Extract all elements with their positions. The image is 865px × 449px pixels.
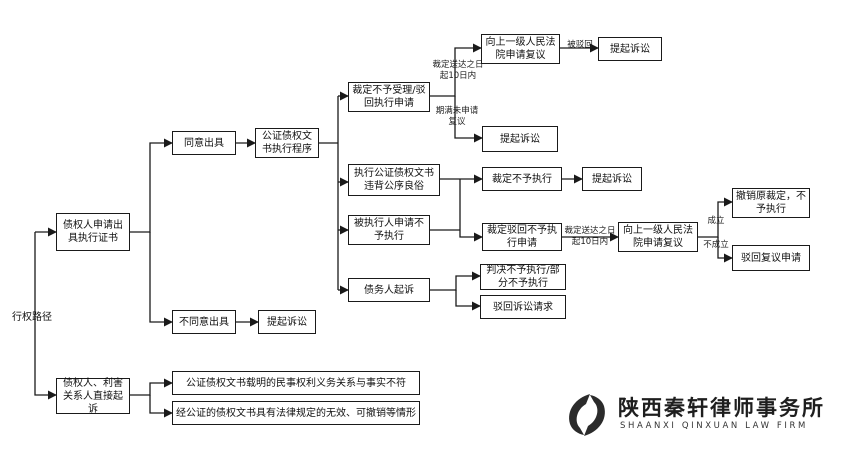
- firm-emblem-icon: [569, 394, 605, 436]
- direct-sue-node: 债权人、利害关系人直接起诉: [56, 378, 130, 415]
- revoke-node: 撤销原裁定，不予执行: [732, 188, 810, 218]
- sue-after-review-node: 提起诉讼: [598, 37, 662, 61]
- disagree-node: 不同意出具: [172, 310, 236, 334]
- agree-node: 同意出具: [172, 131, 236, 155]
- reason-node-2: 经公证的债权文书具有法律规定的无效、可撤销等情形: [172, 401, 420, 425]
- debtor-apply-node: 被执行人申请不予执行: [348, 215, 430, 245]
- path-label: 行权路径: [12, 312, 52, 323]
- not-established-label: 不成立: [703, 240, 729, 250]
- sue-expired-node: 提起诉讼: [482, 126, 558, 152]
- higher-review-node-1: 向上一级人民法院申请复议: [481, 34, 560, 64]
- public-order-node: 执行公证债权文书违背公序良俗: [348, 164, 440, 196]
- higher-review-node-2: 向上一级人民法院申请复议: [618, 222, 698, 252]
- judgment-not-execute-node: 判决不予执行/部分不予执行: [480, 264, 566, 290]
- expired-label: 期满未申请 复议: [435, 106, 479, 127]
- sue-disagree-node: 提起诉讼: [258, 310, 316, 334]
- apply-certificate-node: 债权人申请出具执行证书: [56, 213, 130, 251]
- procedure-node: 公证债权文书执行程序: [255, 128, 319, 158]
- reject-not-execute-node: 裁定驳回不予执行申请: [482, 223, 562, 251]
- reject-node: 裁定不予受理/驳回执行申请: [348, 82, 430, 112]
- reject-claim-node: 驳回诉讼请求: [480, 295, 566, 319]
- firm-name-english: SHAANXI QINXUAN LAW FIRM: [620, 421, 808, 431]
- sue-not-execute-node: 提起诉讼: [582, 167, 642, 191]
- reject-review-node: 驳回复议申请: [732, 245, 810, 271]
- not-execute-node-1: 裁定不予执行: [482, 167, 562, 191]
- dismissed-label: 被驳回: [567, 40, 593, 50]
- deadline-label-1: 裁定送达之日 起10日内: [432, 60, 484, 81]
- law-firm-logo: 陕西秦轩律师事务所 SHAANXI QINXUAN LAW FIRM: [560, 390, 860, 440]
- debtor-sue-node: 债务人起诉: [348, 278, 430, 302]
- established-label: 成立: [707, 216, 725, 226]
- deadline-label-2: 裁定送达之日 起10日内: [564, 226, 616, 247]
- firm-name: 陕西秦轩律师事务所: [618, 396, 825, 420]
- reason-node-1: 公证债权文书载明的民事权利义务关系与事实不符: [172, 371, 420, 395]
